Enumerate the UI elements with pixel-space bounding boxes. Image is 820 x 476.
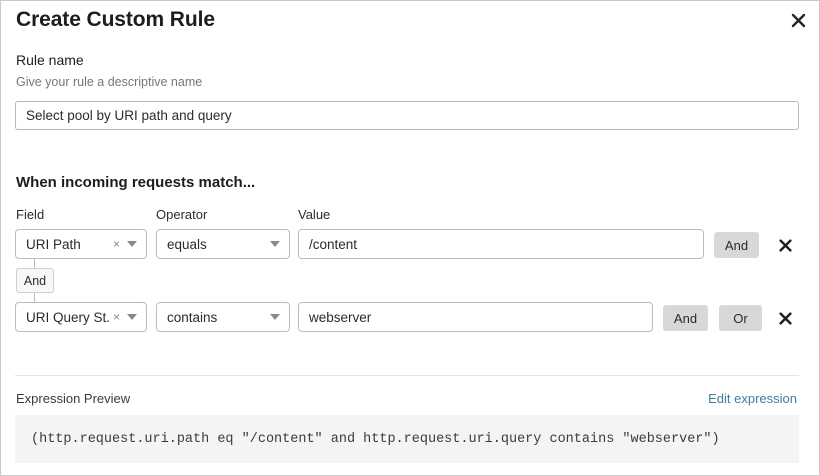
rule-name-input[interactable]: [15, 101, 799, 130]
condition-operator-value-1: equals: [167, 236, 207, 252]
edit-expression-link[interactable]: Edit expression: [708, 391, 797, 406]
condition-operator-select-2[interactable]: contains: [156, 302, 290, 332]
clear-icon[interactable]: ×: [112, 237, 120, 251]
condition-field-value-2: URI Query St...: [26, 309, 109, 325]
condition-delete-button-1[interactable]: [775, 235, 795, 255]
condition-field-value-1: URI Path: [26, 236, 81, 252]
condition-value-input-2[interactable]: [298, 302, 653, 332]
chevron-down-icon: [127, 241, 137, 247]
condition-operator-select-1[interactable]: equals: [156, 229, 290, 259]
expression-preview-box: (http.request.uri.path eq "/content" and…: [15, 415, 799, 463]
expression-preview-code: (http.request.uri.path eq "/content" and…: [31, 431, 720, 447]
chevron-down-icon: [270, 241, 280, 247]
rule-name-help-text: Give your rule a descriptive name: [16, 75, 203, 89]
chevron-down-icon: [270, 314, 280, 320]
dialog-title: Create Custom Rule: [16, 8, 215, 31]
condition-and-button-2[interactable]: And: [663, 305, 708, 331]
column-header-value: Value: [298, 207, 331, 222]
expression-preview-label: Expression Preview: [16, 391, 131, 406]
connector-line-top: [34, 259, 35, 269]
condition-or-button-2[interactable]: Or: [719, 305, 762, 331]
close-icon[interactable]: [786, 8, 810, 32]
condition-value-input-1[interactable]: [298, 229, 704, 259]
condition-operator-value-2: contains: [167, 309, 218, 325]
rule-name-label: Rule name: [16, 52, 84, 68]
condition-and-button-1[interactable]: And: [714, 232, 759, 258]
condition-field-select-2[interactable]: URI Query St... ×: [15, 302, 147, 332]
group-connector-and-badge[interactable]: And: [16, 268, 54, 293]
column-header-operator: Operator: [156, 207, 208, 222]
condition-field-select-1[interactable]: URI Path ×: [15, 229, 147, 259]
column-header-field: Field: [16, 207, 45, 222]
condition-delete-button-2[interactable]: [775, 308, 795, 328]
connector-line-bottom: [34, 293, 35, 303]
clear-icon[interactable]: ×: [112, 310, 120, 324]
conditions-heading: When incoming requests match...: [16, 174, 256, 191]
section-divider: [15, 375, 799, 376]
chevron-down-icon: [127, 314, 137, 320]
